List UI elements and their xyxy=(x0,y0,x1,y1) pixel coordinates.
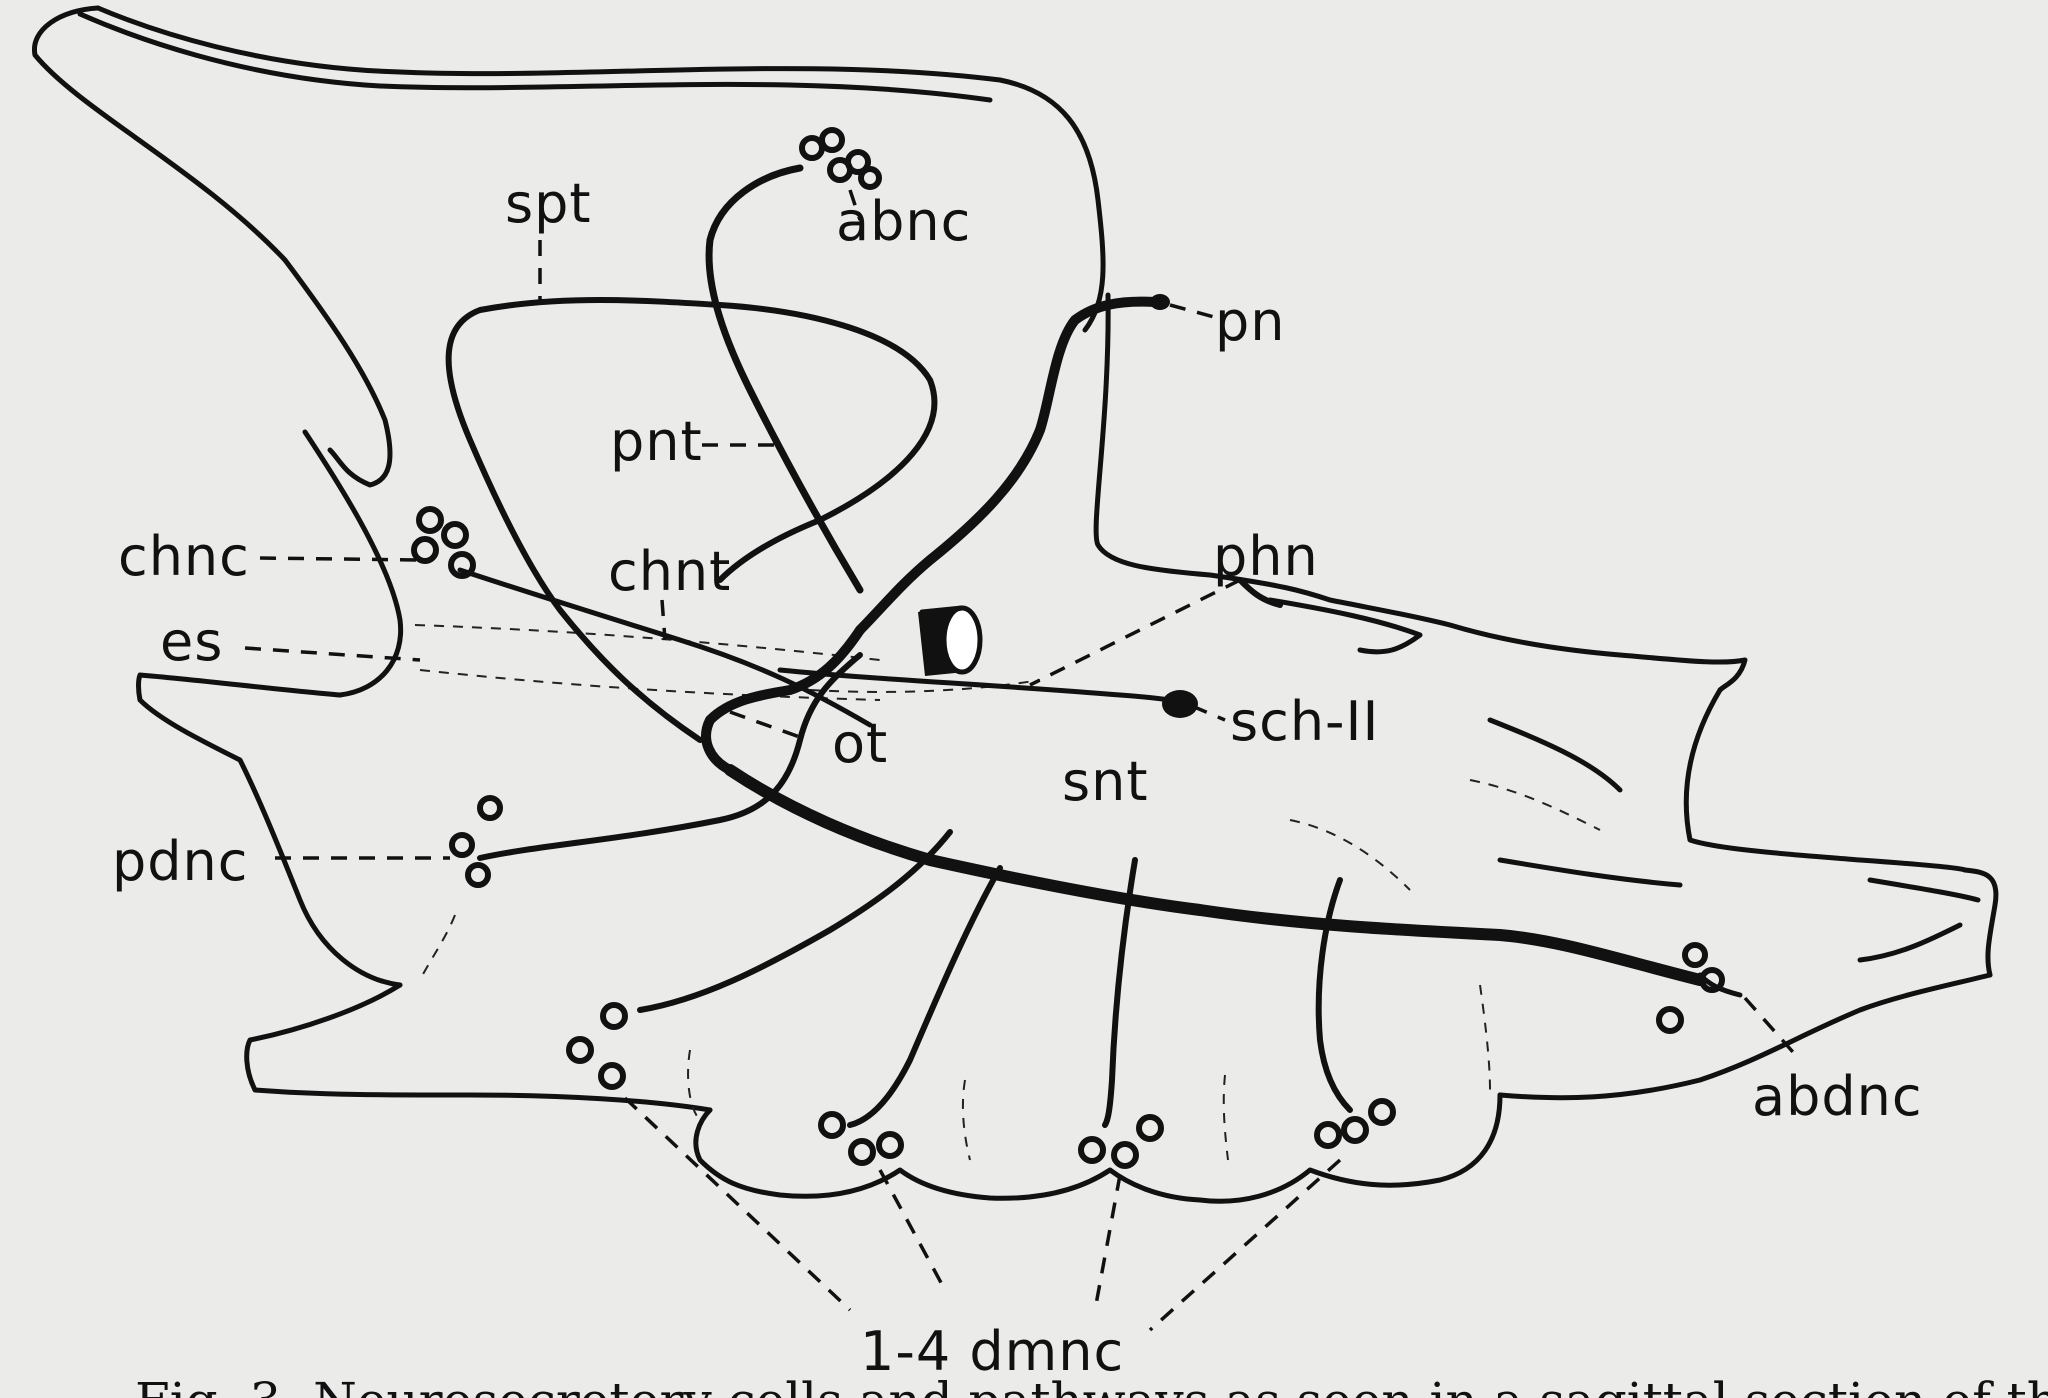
label-es: es xyxy=(160,610,223,673)
label-pn: pn xyxy=(1215,290,1286,353)
label-abdnc: abdnc xyxy=(1752,1065,1923,1128)
label-ot: ot xyxy=(832,712,888,775)
label-dmnc: 1-4 dmnc xyxy=(860,1320,1124,1383)
label-chnt: chnt xyxy=(608,540,731,603)
label-abnc: abnc xyxy=(836,190,971,253)
leader-lines xyxy=(244,189,1802,1332)
label-sch-ii: sch-II xyxy=(1230,690,1379,753)
label-chnc: chnc xyxy=(118,525,250,588)
cell-clusters xyxy=(411,127,1725,1169)
nerve-tracts xyxy=(445,164,1743,1128)
label-spt: spt xyxy=(505,172,592,235)
label-snt: snt xyxy=(1062,750,1149,813)
label-phn: phn xyxy=(1213,525,1319,588)
esophagus-tube xyxy=(918,605,983,676)
ganglion-outline xyxy=(32,5,1999,1204)
label-pnt: pnt xyxy=(610,410,703,473)
figure-caption: Fig. 3. Neurosecretory cells and pathway… xyxy=(135,1372,2048,1398)
label-pdnc: pdnc xyxy=(112,830,248,893)
labels: spt abnc pn pnt chnc chnt phn es sch-II … xyxy=(112,172,1923,1383)
inner-contours xyxy=(414,624,1601,1161)
